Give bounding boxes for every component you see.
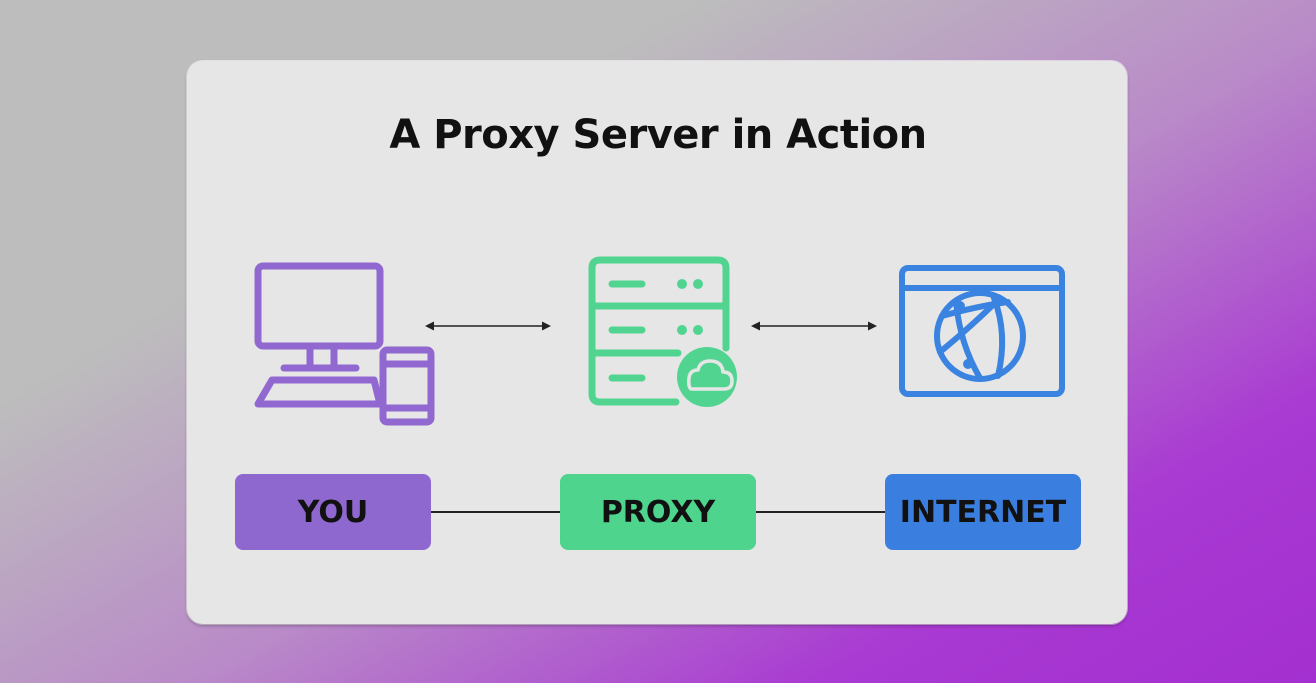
computer-and-phone-icon: [254, 262, 435, 426]
you-label: YOU: [235, 474, 431, 550]
server-cloud-icon: [588, 256, 737, 407]
bidirectional-arrow-2: [751, 321, 877, 331]
connector-line-1: [431, 511, 561, 513]
internet-label: INTERNET: [885, 474, 1081, 550]
proxy-label-text: PROXY: [600, 494, 716, 530]
internet-label-text: INTERNET: [899, 494, 1067, 530]
page-title: A Proxy Server in Action: [389, 112, 927, 158]
browser-globe-icon: [899, 265, 1065, 397]
bidirectional-arrow-1: [425, 321, 551, 331]
proxy-label: PROXY: [560, 474, 756, 550]
connector-line-2: [756, 511, 886, 513]
you-label-text: YOU: [297, 494, 369, 530]
